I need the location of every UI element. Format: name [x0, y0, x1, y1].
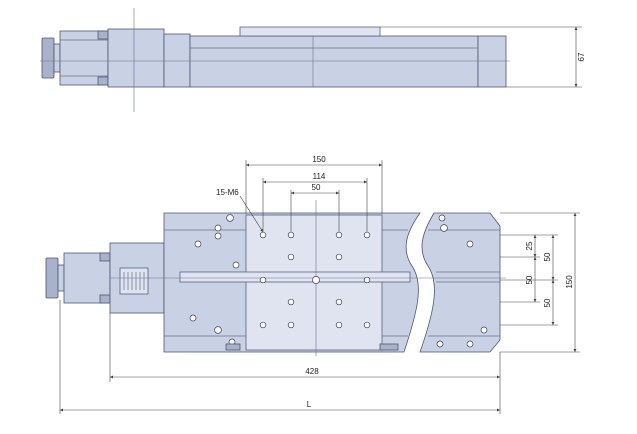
dim-50-top: 50: [312, 183, 321, 192]
side-stage-body: [189, 35, 479, 88]
side-carriage: [239, 26, 381, 37]
bottom-screws: [225, 343, 399, 351]
dim-114: 114: [313, 172, 326, 181]
top-view: 150 114 50 15-M6 150 25 50 50 50: [45, 155, 580, 414]
coupling: [119, 267, 149, 295]
dim-25: 25: [525, 241, 534, 250]
dim-50-a: 50: [543, 252, 552, 261]
dim-50-c: 50: [543, 298, 552, 307]
side-view: 67: [40, 8, 586, 112]
body-mounting-holes: [189, 214, 488, 348]
dim-L: L: [307, 400, 312, 409]
top-stage-body-end: [419, 212, 501, 353]
side-height-label: 67: [577, 52, 586, 61]
side-coupling-housing: [107, 28, 165, 88]
lead-screw: [179, 271, 411, 283]
side-knob: [41, 37, 55, 79]
dim-150-top: 150: [312, 155, 326, 164]
top-knob: [45, 257, 59, 299]
carriage-threaded-holes: [259, 231, 371, 329]
dim-150-vertical: 150: [565, 275, 574, 289]
coupling-spring: [123, 272, 145, 290]
holes-note: 15-M6: [216, 188, 239, 197]
dim-428: 428: [305, 367, 319, 376]
dim-50-b: 50: [525, 275, 534, 284]
